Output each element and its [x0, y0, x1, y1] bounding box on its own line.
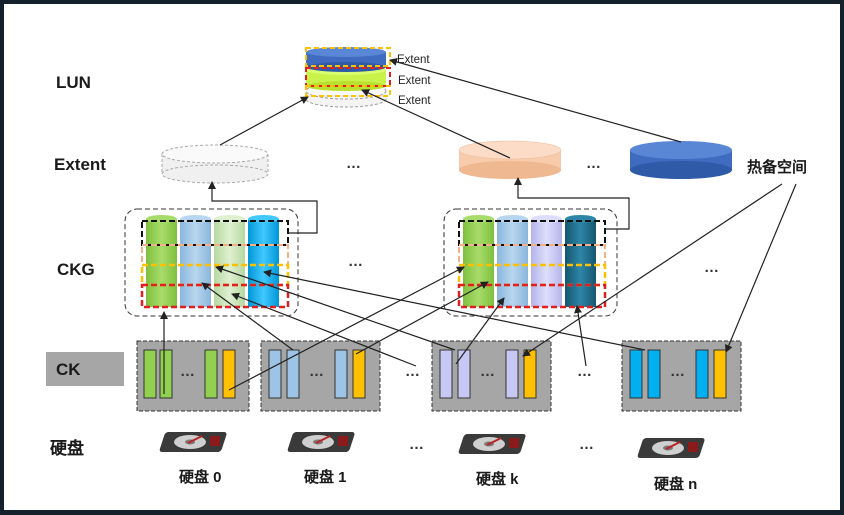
ckg-group-2: [443, 208, 618, 317]
storage-virtualization-diagram: LUN Extent CKG CK 硬盘 Extent Extent Exten…: [4, 4, 840, 510]
arrow-ckg2-to-extent2: [514, 177, 630, 230]
extent-ellipsis-2: …: [586, 155, 601, 172]
arrow-ck1-to-ckg1: [201, 282, 294, 351]
hard-disk-icon: [159, 432, 227, 452]
ck-k-ellipsis: …: [480, 363, 495, 380]
arrow-ckk-to-ckg2: [455, 297, 505, 365]
lun-stack: [305, 47, 391, 108]
arrow-extent2-to-lun: [361, 89, 511, 159]
disk-label-0: 硬盘 0: [179, 468, 222, 486]
ck-box-disk-k: [431, 340, 552, 412]
ckg-ellipsis-1: …: [348, 253, 363, 270]
lun-extent-label-2: Extent: [398, 75, 431, 87]
level-label-disk: 硬盘: [50, 438, 84, 458]
arrow-extent1-to-lun: [219, 96, 309, 146]
arrow-hotspare-to-ck-k: [522, 183, 783, 357]
ck-ellipsis-between-1: …: [405, 363, 420, 380]
hot-spare-label: 热备空间: [747, 158, 807, 176]
arrow-ck0-to-ckg2: [228, 266, 465, 391]
disk-label-n: 硬盘 n: [654, 475, 697, 493]
lun-extent-label-1: Extent: [397, 54, 430, 66]
extent-disc-1: [161, 144, 269, 184]
ck-label-box: [46, 352, 124, 386]
extent-disc-2: [458, 140, 562, 179]
arrow-ck-mid-to-ckg2: [574, 305, 587, 367]
disk-ellipsis-1: …: [409, 436, 424, 453]
extent-disc-hot-spare: [630, 141, 732, 179]
ck-ellipsis-between-2: …: [577, 363, 592, 380]
hard-disk-icon: [287, 432, 355, 452]
disk-label-1: 硬盘 1: [304, 468, 347, 486]
ck-box-disk-0: [136, 340, 250, 412]
ck-1-ellipsis: …: [309, 363, 324, 380]
level-label-lun: LUN: [56, 73, 91, 92]
ck-box-disk-1: [260, 340, 381, 412]
arrow-ck1-to-ckg2: [355, 281, 489, 355]
level-label-ckg: CKG: [57, 260, 95, 279]
ck-box-disk-n: [621, 340, 742, 412]
level-label-extent: Extent: [54, 155, 106, 174]
ck-n-ellipsis: …: [670, 363, 685, 380]
ckg-ellipsis-2: …: [704, 259, 719, 276]
ck-0-ellipsis: …: [180, 363, 195, 380]
arrow-ckk-to-ckg1: [215, 265, 456, 351]
arrow-hotspare-to-ck-n: [725, 183, 797, 353]
arrow-ckg1-to-extent1: [208, 181, 318, 234]
ckg-group-1: [124, 208, 299, 317]
diagram-svg: LUN Extent CKG CK 硬盘 Extent Extent Exten…: [46, 47, 807, 493]
hard-disk-icon: [637, 438, 705, 458]
arrow-ck-mid-to-ckg1: [231, 292, 417, 367]
disk-ellipsis-2: …: [579, 436, 594, 453]
lun-extent-label-3: Extent: [398, 95, 431, 107]
connector-arrows: [160, 58, 797, 394]
extent-ellipsis-1: …: [346, 155, 361, 172]
hard-disk-icon: [458, 434, 526, 454]
disk-label-k: 硬盘 k: [476, 470, 519, 488]
arrow-hotspare-to-lun: [389, 58, 682, 143]
level-label-ck: CK: [56, 360, 81, 379]
